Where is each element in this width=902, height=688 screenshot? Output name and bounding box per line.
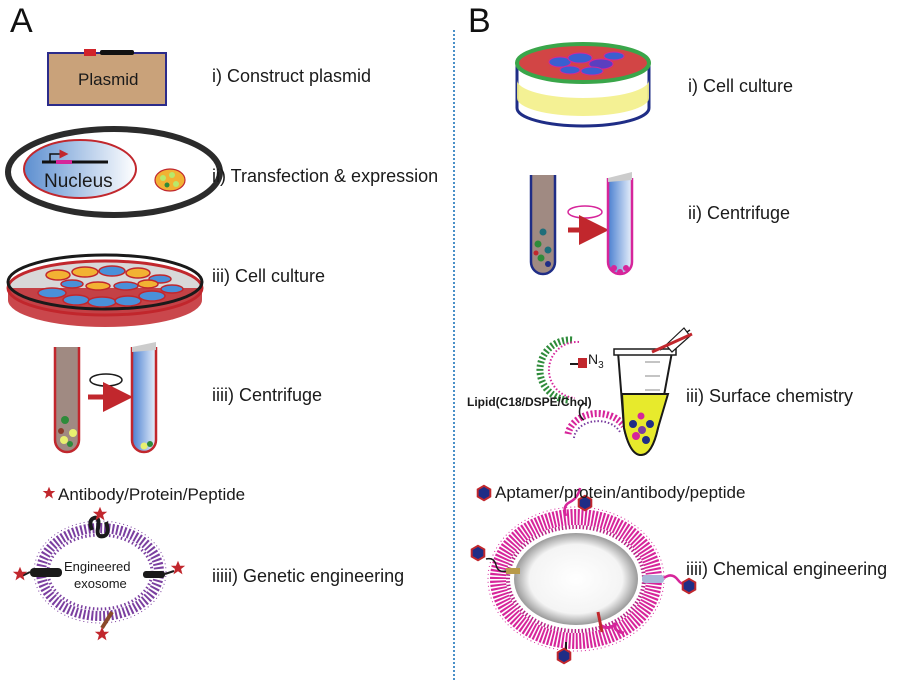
step-b2-label: ii) Centrifuge [688, 203, 791, 223]
azide-n: N [588, 351, 599, 367]
legend-label-a: Antibody/Protein/Peptide [58, 485, 246, 504]
culture-dish-b [515, 42, 651, 128]
step-b3-label: iii) Surface chemistry [686, 386, 854, 406]
azide-subscript: 3 [598, 359, 604, 371]
panel-letter-a: A [10, 2, 33, 40]
panel-divider [453, 30, 455, 680]
step-a2-label: ii) Transfection & expression [212, 166, 439, 186]
transfected-cell [5, 126, 223, 218]
surface-chemistry [536, 327, 693, 457]
chemical-exosome-b [470, 487, 697, 665]
step-a4-label: iiii) Centrifuge [212, 385, 323, 405]
exosome-label-line1: Engineered [64, 559, 131, 574]
culture-dish-a [6, 253, 204, 327]
centrifuge-b [529, 172, 634, 276]
step-a1-label: i) Construct plasmid [212, 66, 372, 86]
legend-hex-b [476, 484, 492, 502]
azide-label: N3 [588, 351, 604, 371]
exosome-label-line2: exosome [74, 576, 127, 591]
engineered-exosome-a [12, 506, 186, 641]
step-b4-label: iiii) Chemical engineering [686, 559, 888, 579]
centrifuge-a [53, 342, 158, 454]
step-a3-label: iii) Cell culture [212, 266, 326, 286]
panel-letter-b: B [468, 2, 491, 40]
plasmid-box [47, 49, 167, 106]
step-a5-label: iiiii) Genetic engineering [212, 566, 405, 586]
legend-label-b: Aptamer/protein/antibody/peptide [495, 483, 746, 502]
plasmid-text: Plasmid [78, 70, 139, 89]
step-b1-label: i) Cell culture [688, 76, 794, 96]
lipid-label: Lipid(C18/DSPE/Chol) [467, 395, 592, 409]
legend-star-a [42, 486, 56, 499]
nucleus-text: Nucleus [44, 171, 113, 192]
